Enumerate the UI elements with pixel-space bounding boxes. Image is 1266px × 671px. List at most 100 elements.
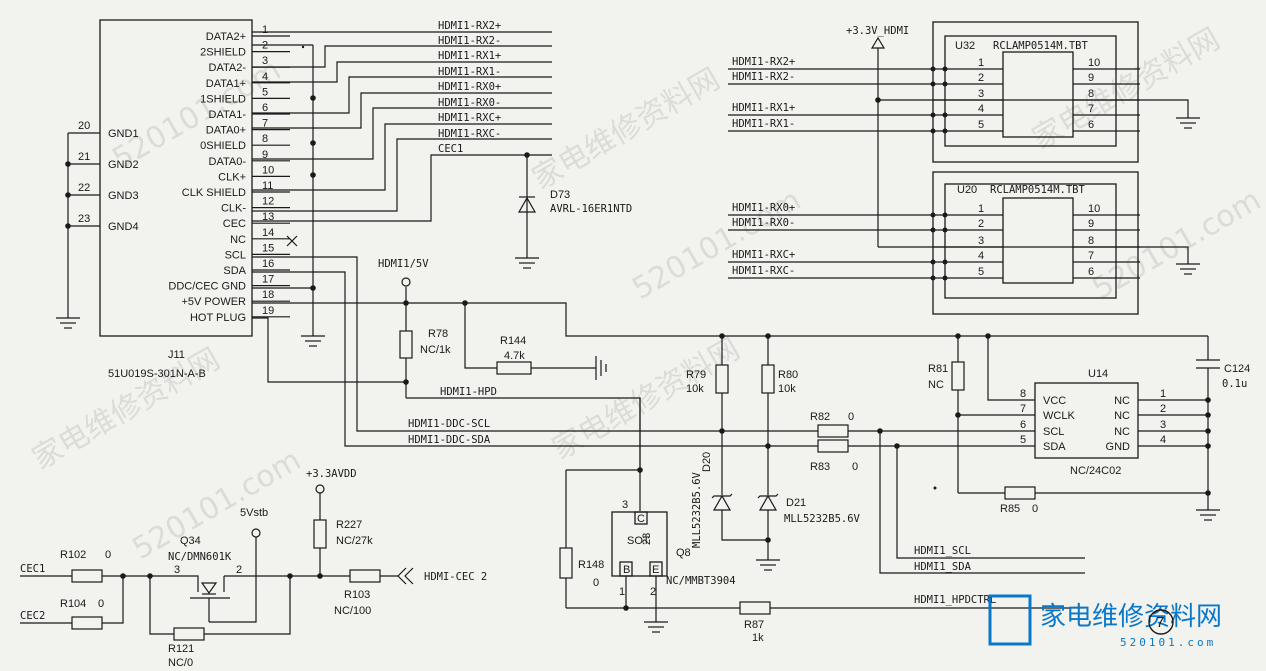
u20-part: RCLAMP0514M.TBT	[990, 184, 1086, 196]
connector-pin-number: 13	[262, 211, 274, 223]
connector-gnd-number: 22	[78, 182, 90, 194]
brand-url: 520101.com	[1120, 636, 1216, 649]
d21-ref: D21	[786, 497, 806, 509]
d20-value: MLL5232B5.6V	[691, 471, 703, 548]
u14-pin-name: VCC	[1043, 395, 1066, 407]
pullups-zeners: R79 10k R80 10k D20 MLL5232B5.6V D21 MLL…	[686, 333, 861, 571]
watermark-url-4: 520101.com	[1087, 183, 1266, 307]
connector-pin-number: 11	[262, 180, 273, 192]
q8-pin-e: E	[652, 564, 659, 576]
r148-ref: R148	[578, 559, 604, 571]
resistor-r79	[715, 364, 729, 394]
connector-pin-name: DATA2-	[209, 62, 247, 74]
esd-net-label: HDMI1-RX1+	[732, 102, 795, 114]
esd-net-label: HDMI1-RX2-	[732, 71, 795, 83]
resistor-r227	[313, 519, 327, 549]
q8-pkg: SOT	[627, 535, 650, 547]
connector-pin-number: 8	[262, 133, 268, 145]
ic-u32	[1002, 51, 1074, 138]
watermark-cn-4: 家电维修资料网	[547, 332, 746, 467]
r83-value: 0	[852, 461, 858, 473]
connector-pin-name: DATA0+	[206, 125, 246, 137]
esd-pin-number: 8	[1088, 88, 1094, 100]
net-label: HDMI1-RX1+	[438, 50, 501, 62]
watermark-url-3: 520101.com	[127, 443, 307, 567]
resistor-r83	[817, 439, 849, 453]
esd-pin-number: 8	[1088, 235, 1094, 247]
zener-d21	[758, 494, 778, 511]
esd-pin-number: 10	[1088, 203, 1100, 215]
shield-bus	[252, 44, 325, 347]
u14-pin-name: SCL	[1043, 426, 1064, 438]
u14-part: NC/24C02	[1070, 465, 1121, 477]
connector-pin-name: SDA	[223, 265, 246, 277]
connector-part: 51U019S-301N-A-B	[108, 368, 206, 380]
u32-inner-loop	[944, 35, 1117, 147]
connector-pin-name: 0SHIELD	[200, 140, 246, 152]
d73-value: AVRL-16ER1NTD	[550, 203, 632, 215]
r87-ref: R87	[744, 619, 764, 631]
r104-value: 0	[98, 598, 104, 610]
u14-pin-name: NC	[1114, 426, 1130, 438]
esd-pin-number: 2	[978, 72, 984, 84]
esd-net-label: HDMI1-RX0+	[732, 202, 795, 214]
u14-pin-number: 7	[1020, 403, 1026, 415]
u14-pin-name: NC	[1114, 410, 1130, 422]
brand-mark-icon	[988, 594, 1032, 646]
cec-section: CEC1 CEC2 R102 0 R104 0 R121 NC/0 5Vstb …	[20, 468, 487, 669]
connector-pin-number: 17	[262, 274, 274, 286]
q34-value: NC/DMN601K	[168, 551, 232, 563]
connector-pin-name: DATA1-	[209, 109, 247, 121]
net-hpdctrl: HDMI1_HPDCTRL	[914, 594, 996, 606]
q8-ref: Q8	[676, 547, 691, 559]
esd-pin-number: 7	[1088, 103, 1094, 115]
r104-ref: R104	[60, 598, 86, 610]
resistor-r121	[173, 627, 205, 641]
connector-pin-name: CLK-	[221, 203, 246, 215]
u14-pin-name: WCLK	[1043, 410, 1075, 422]
resistor-r144	[496, 361, 532, 375]
net-3v3avdd: +3.3AVDD	[306, 468, 357, 480]
ic-u20	[1002, 197, 1074, 284]
connector-ref: J11	[168, 349, 185, 361]
u14-pin-number: 5	[1020, 434, 1026, 446]
u32-part: RCLAMP0514M.TBT	[993, 40, 1089, 52]
connector-pin-number: 4	[262, 71, 268, 83]
u20-ref: U20	[957, 184, 977, 196]
d21-value: MLL5232B5.6V	[784, 513, 861, 525]
q8-pin-c: C	[637, 513, 645, 525]
r87-value: 1k	[752, 632, 764, 644]
watermark-cn-2: 家电维修资料网	[527, 62, 726, 197]
d20-ref: D20	[701, 452, 713, 472]
resistor-r82	[817, 424, 849, 438]
r81-ref: R81	[928, 363, 948, 375]
net-cec2: CEC2	[20, 610, 45, 622]
connector-j11: 1DATA2+22SHIELD3DATA2-4DATA1+51SHIELD6DA…	[68, 19, 290, 380]
q34-n2: 2	[236, 564, 242, 576]
connector-pin-name: CLK SHIELD	[182, 187, 246, 199]
connector-pin-name: 1SHIELD	[200, 93, 246, 105]
net-cec-out: HDMI-CEC 2	[424, 571, 487, 583]
connector-pin-number: 6	[262, 102, 268, 114]
connector-pin-number: 18	[262, 289, 274, 301]
connector-pin-number: 1	[262, 24, 268, 36]
esd-net-labels: HDMI1-RX2+HDMI1-RX2-HDMI1-RX1+HDMI1-RX1-…	[728, 56, 933, 279]
diode-d73: D73 AVRL-16ER1NTD	[515, 152, 632, 269]
connector-gnd-name: GND4	[108, 221, 139, 233]
connector-pin-number: 3	[262, 55, 268, 67]
net-label: HDMI1-RX1-	[438, 66, 501, 78]
u14-pin-number: 3	[1160, 419, 1166, 431]
r78-ref: R78	[428, 328, 448, 340]
net-sda-out: HDMI1_SDA	[914, 561, 972, 573]
r83-ref: R83	[810, 461, 830, 473]
connector-gnd-name: GND3	[108, 190, 139, 202]
esd-pin-number: 3	[978, 235, 984, 247]
r82-value: 0	[848, 411, 854, 423]
connector-gnd-number: 20	[78, 120, 90, 132]
r82-ref: R82	[810, 411, 830, 423]
resistor-r81	[951, 361, 965, 391]
r85-ref: R85	[1000, 503, 1020, 515]
connector-pin-name: DATA1+	[206, 78, 246, 90]
